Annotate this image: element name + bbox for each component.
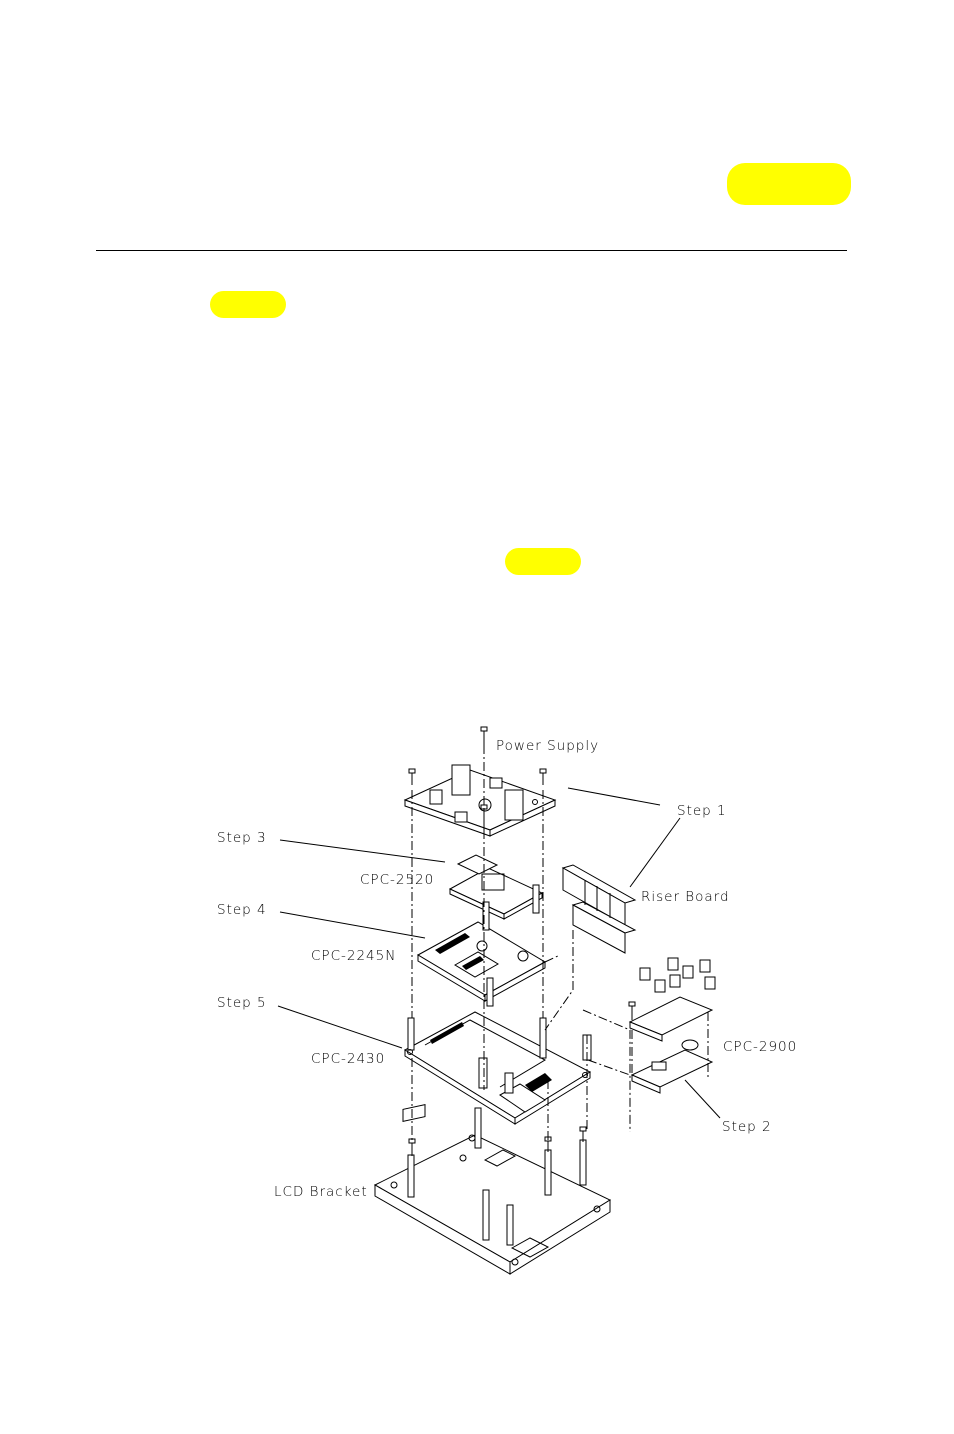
highlight-marker-lower [505,548,581,575]
label-cpc-2245n: CPC-2245N [311,948,396,964]
cpc-2520-board [448,854,544,931]
label-step-2: Step 2 [722,1119,772,1135]
cpc-2430-board [404,1011,592,1125]
alignment-lines [411,745,709,1142]
label-riser-board: Riser Board [641,889,730,905]
horizontal-rule [96,250,847,251]
cpc-2900-parts [628,957,716,1094]
riser-board [561,864,637,954]
label-cpc-2900: CPC-2900 [723,1039,797,1055]
highlight-marker-middle [210,291,286,318]
label-step-4: Step 4 [217,902,267,918]
bracket-standoffs [407,1107,587,1246]
assembly-diagram: Power Supply Step 1 Step 3 CPC-2520 Rise… [217,726,797,1275]
label-step-1: Step 1 [677,803,727,819]
cpc-2245n-board [416,921,547,1007]
label-step-5: Step 5 [217,995,267,1011]
label-cpc-2520: CPC-2520 [360,872,434,888]
lcd-bracket-plate [373,1104,612,1275]
label-power-supply: Power Supply [496,738,599,754]
label-lcd-bracket: LCD Bracket [274,1184,368,1200]
label-cpc-2430: CPC-2430 [311,1051,385,1067]
label-step-3: Step 3 [217,830,267,846]
highlight-marker-top [727,163,851,205]
power-supply-board [403,764,557,837]
leader-lines [277,787,721,1119]
